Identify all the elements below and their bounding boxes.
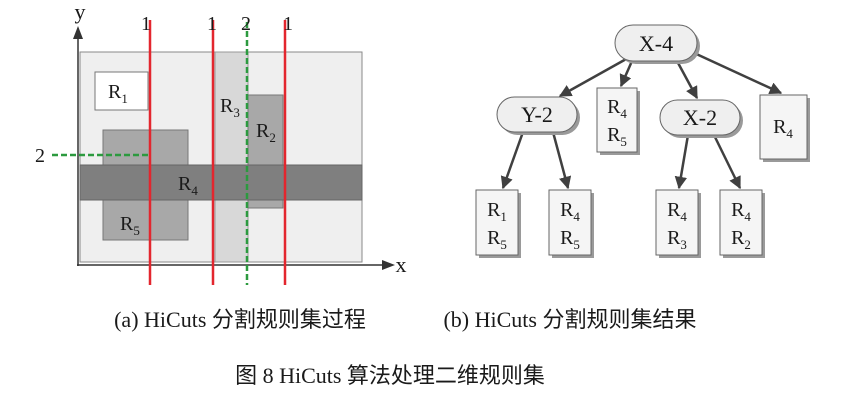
leaf-rule-base: R [731,227,745,249]
tree-leaf-l3: R4 R3 [655,189,701,258]
edge-left-l2 [551,131,572,190]
leaf-rule-sub: 3 [680,237,687,252]
leaf-rule-base: R [487,199,501,221]
tree-node-right-label: X-2 [683,105,717,130]
edge-root-far-right [691,50,783,95]
tree-leaf-l4: R4 R2 [719,189,765,258]
leaf-rule-base: R [607,124,621,146]
region-r3 [214,51,249,263]
region-label-r3-sub: 3 [233,105,240,120]
x-axis-arrow-icon [382,260,395,270]
leaf-rule-base: R [487,227,501,249]
leaf-rule-sub: 5 [620,134,627,149]
leaf-rule-sub: 4 [786,126,793,141]
edge-root-left [558,56,629,98]
region-label-r4-base: R [178,173,192,195]
region-label-r5-sub: 5 [133,223,140,238]
x-axis-label: x [396,252,407,277]
leaf-rule-sub: 4 [620,106,627,121]
leaf-box [548,189,592,256]
partition-plot: R1 R3 R2 R4 R5 y x 1 1 2 1 2 [35,0,407,285]
cut-label-2: 1 [207,13,217,35]
edge-left-l1 [500,131,525,190]
region-r1 [94,71,149,111]
caption-a: (a) HiCuts 分割规则集过程 [114,307,366,332]
leaf-rule: R4 [607,96,627,121]
leaf-rule: R3 [667,227,687,252]
cut-label-1: 1 [141,13,151,35]
leaf-rule-base: R [773,116,787,138]
cut-label-4: 1 [283,13,293,35]
decision-tree: X-4 Y-2 X-2 R4 R5 R4 R1 [475,24,810,258]
leaf-box [759,94,808,160]
region-label-r1-base: R [108,81,122,103]
tree-node-left-label: Y-2 [521,102,553,127]
leaf-rule-base: R [667,227,681,249]
leaf-box [655,189,699,256]
region-label-r3-base: R [220,95,234,117]
leaf-rule-base: R [560,199,574,221]
y-axis-label: y [75,0,86,24]
leaf-rule-base: R [560,227,574,249]
region-label-r4: R4 [178,173,198,198]
region-label-r1: R1 [108,81,128,106]
region-label-r5-base: R [120,213,134,235]
leaf-box [719,189,763,256]
leaf-rule-sub: 5 [500,237,507,252]
figure-caption: 图 8 HiCuts 算法处理二维规则集 [235,363,545,388]
leaf-rule: R5 [487,227,507,252]
tree-leaf-root-right: R4 [759,94,810,162]
leaf-rule: R2 [731,227,751,252]
tree-node-right: X-2 [659,99,743,138]
leaf-rule: R4 [773,116,793,141]
leaf-box [475,189,519,256]
leaf-rule-sub: 1 [500,209,507,224]
leaf-rule-sub: 2 [744,237,751,252]
leaf-rule-base: R [731,199,745,221]
tree-node-root-box [614,24,698,62]
y-axis-arrow-icon [73,26,83,39]
leaf-rule-sub: 4 [744,209,751,224]
tree-node-root: X-4 [614,24,700,64]
leaf-rule: R4 [731,199,751,224]
leaf-rule: R4 [667,199,687,224]
region-label-r4-sub: 4 [191,183,198,198]
region-label-r5: R5 [120,213,140,238]
leaf-rule-base: R [607,96,621,118]
tree-leaf-l1: R1 R5 [475,189,521,258]
leaf-rule: R1 [487,199,507,224]
tree-leaf-l2: R4 R5 [548,189,594,258]
edge-right-l4 [712,134,742,190]
cut-label-3: 2 [241,13,251,35]
region-label-r2-base: R [256,120,270,142]
region-label-r2: R2 [256,120,276,145]
region-label-r2-sub: 2 [269,130,276,145]
tree-node-left: Y-2 [496,96,580,135]
caption-b: (b) HiCuts 分割规则集结果 [443,307,696,332]
leaf-rule-sub: 5 [573,237,580,252]
region-label-r3: R3 [220,95,240,120]
region-label-r1-sub: 1 [121,91,128,106]
leaf-rule: R5 [607,124,627,149]
leaf-rule-sub: 4 [680,209,687,224]
edge-root-right [675,60,699,100]
tree-node-left-box [496,96,578,133]
region-r4 [79,164,363,201]
edge-right-l3 [674,134,690,190]
leaf-rule: R5 [560,227,580,252]
leaf-rule-base: R [667,199,681,221]
leaf-rule-sub: 4 [573,209,580,224]
leaf-rule: R4 [560,199,580,224]
horizontal-cut-label: 2 [35,145,45,167]
tree-node-right-box [659,99,741,136]
edge-root-mid [619,60,634,88]
tree-leaf-root-mid: R4 R5 [596,87,640,155]
tree-node-root-label: X-4 [639,31,673,56]
leaf-box [596,87,638,153]
